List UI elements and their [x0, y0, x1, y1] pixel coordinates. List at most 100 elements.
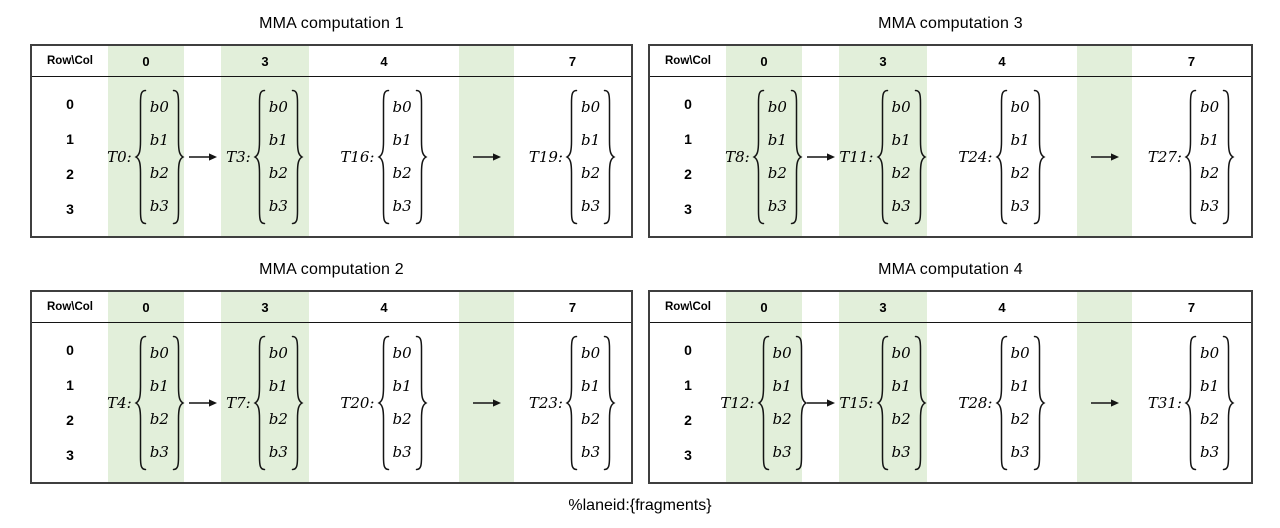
- col-header-7: 7: [514, 292, 631, 323]
- row-label: 3: [684, 201, 692, 217]
- left-brace-icon: [134, 89, 146, 224]
- thread-label: T27:: [1147, 147, 1182, 166]
- thread-label: T20:: [340, 393, 375, 412]
- fragment-value: b3: [891, 443, 911, 461]
- fragment-values: b0 b1 b2 b3: [390, 344, 415, 461]
- fragment-cell: T12: b0 b1 b2 b3: [720, 335, 808, 471]
- fragment-value: b3: [268, 197, 288, 215]
- thread-label: T28:: [958, 393, 993, 412]
- fragment-value: b0: [1010, 344, 1030, 362]
- fragment-values: b0 b1 b2 b3: [765, 98, 790, 215]
- left-brace-icon: [253, 335, 265, 470]
- fragment-cell: T16: b0 b1 b2 b3: [340, 89, 428, 225]
- col-header-3: 3: [221, 46, 309, 77]
- row-label: 2: [684, 412, 692, 428]
- header-spacer-green: [459, 292, 514, 323]
- left-brace-icon: [253, 89, 265, 224]
- fragment-values: b0 b1 b2 b3: [770, 344, 795, 461]
- fragment-cell: T7: b0 b1 b2 b3: [226, 335, 304, 471]
- fragment-value: b2: [268, 410, 288, 428]
- caption: %laneid:{fragments}: [568, 497, 712, 514]
- fragment-value: b1: [392, 131, 412, 149]
- fragment-value: b0: [1200, 98, 1220, 116]
- arrow-cell: [184, 77, 221, 236]
- arrow-right-icon: [472, 152, 501, 161]
- fragment-col-0: T8: b0 b1 b2 b3: [725, 77, 803, 236]
- row-label: 3: [66, 201, 74, 217]
- right-brace-icon: [291, 335, 304, 470]
- fragment-col-4: T20: b0 b1 b2 b3: [309, 323, 459, 482]
- fragment-value: b2: [392, 410, 412, 428]
- col-header-0: 0: [108, 292, 184, 323]
- left-brace-icon: [756, 335, 769, 470]
- col-header-4: 4: [927, 46, 1077, 77]
- diagram-page: MMA computation 1 Row\Col 0 3 4 7 0 1 2 …: [30, 12, 1253, 514]
- fragment-value: b0: [767, 98, 787, 116]
- fragment-cell: T31: b0 b1 b2 b3: [1148, 335, 1235, 471]
- mma-panel: MMA computation 3 Row\Col 0 3 4 7 0 1 2 …: [648, 12, 1253, 238]
- col-header-4: 4: [927, 292, 1077, 323]
- fragment-col-0: T12: b0 b1 b2 b3: [720, 323, 808, 482]
- right-brace-icon: [914, 335, 927, 470]
- fragment-value: b1: [581, 377, 601, 395]
- fragment-value: b3: [1200, 197, 1220, 215]
- fragment-value: b1: [268, 131, 288, 149]
- fragment-value: b3: [392, 197, 412, 215]
- fragment-value: b2: [1010, 410, 1030, 428]
- fragment-value: b1: [1010, 131, 1030, 149]
- fragment-value: b0: [581, 344, 601, 362]
- fragment-values: b0 b1 b2 b3: [578, 344, 603, 461]
- arrow-cell-green: [1077, 77, 1132, 236]
- row-label: 2: [66, 412, 74, 428]
- fragment-values: b0 b1 b2 b3: [147, 98, 172, 215]
- thread-label: T24:: [958, 147, 993, 166]
- fragment-value: b1: [1200, 131, 1220, 149]
- col-header-7: 7: [1132, 292, 1251, 323]
- col-header-0: 0: [726, 46, 802, 77]
- panel-title: MMA computation 1: [259, 15, 404, 32]
- row-label: 3: [66, 447, 74, 463]
- arrow-cell-green: [1077, 323, 1132, 482]
- arrow-right-icon: [806, 398, 835, 407]
- col-header-3: 3: [839, 46, 927, 77]
- fragment-value: b3: [772, 443, 792, 461]
- panel-title: MMA computation 2: [259, 261, 404, 278]
- thread-label: T16:: [340, 147, 375, 166]
- fragment-value: b0: [1200, 344, 1220, 362]
- row-labels: 0 1 2 3: [650, 323, 726, 482]
- fragment-col-7: T23: b0 b1 b2 b3: [514, 323, 631, 482]
- mma-panel: MMA computation 1 Row\Col 0 3 4 7 0 1 2 …: [30, 12, 633, 238]
- row-label: 0: [66, 342, 74, 358]
- fragment-cell: T3: b0 b1 b2 b3: [226, 89, 304, 225]
- fragment-cell: T24: b0 b1 b2 b3: [958, 89, 1046, 225]
- right-brace-icon: [1222, 89, 1235, 224]
- fragment-value: b0: [392, 344, 412, 362]
- corner-header: Row\Col: [32, 46, 108, 77]
- fragment-cell: T11: b0 b1 b2 b3: [839, 89, 927, 225]
- fragment-values: b0 b1 b2 b3: [578, 98, 603, 215]
- header-spacer: [802, 46, 839, 77]
- fragment-value: b3: [1200, 443, 1220, 461]
- thread-label: T0:: [107, 147, 132, 166]
- row-label: 2: [66, 166, 74, 182]
- fragment-value: b2: [149, 410, 169, 428]
- left-brace-icon: [875, 89, 888, 224]
- thread-label: T12:: [720, 393, 755, 412]
- fragment-cell: T8: b0 b1 b2 b3: [725, 89, 803, 225]
- fragment-value: b0: [891, 98, 911, 116]
- arrow-right-icon: [188, 152, 217, 161]
- fragment-values: b0 b1 b2 b3: [266, 344, 291, 461]
- thread-label: T31:: [1147, 393, 1182, 412]
- right-brace-icon: [1033, 335, 1046, 470]
- arrow-right-icon: [806, 152, 835, 161]
- fragment-col-3: T7: b0 b1 b2 b3: [221, 323, 309, 482]
- header-spacer-green: [459, 46, 514, 77]
- row-label: 1: [684, 131, 692, 147]
- mma-panel: MMA computation 4 Row\Col 0 3 4 7 0 1 2 …: [648, 258, 1253, 484]
- fragment-values: b0 b1 b2 b3: [1008, 98, 1033, 215]
- fragment-value: b2: [891, 410, 911, 428]
- col-header-7: 7: [1132, 46, 1251, 77]
- arrow-cell-green: [459, 323, 514, 482]
- fragment-value: b2: [581, 410, 601, 428]
- fragment-values: b0 b1 b2 b3: [1008, 344, 1033, 461]
